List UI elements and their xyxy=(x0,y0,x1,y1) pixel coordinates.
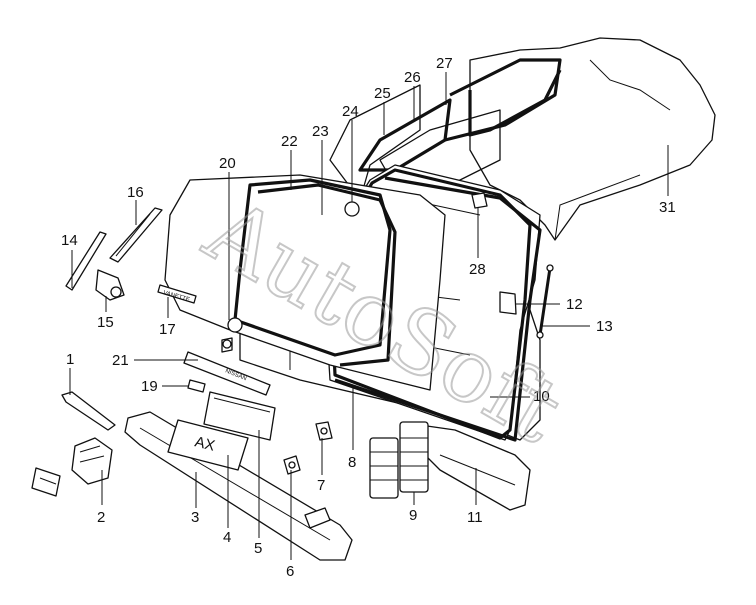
callout-14: 14 xyxy=(61,232,78,249)
wiper-blade xyxy=(65,231,107,291)
door-bracket xyxy=(471,192,488,209)
latch-6 xyxy=(283,455,301,475)
small-clip xyxy=(187,379,206,393)
callout-21: 21 xyxy=(112,352,129,369)
callout-31: 31 xyxy=(659,199,676,216)
rear-lamp-left xyxy=(369,437,399,499)
callout-3: 3 xyxy=(191,509,199,526)
key-lock xyxy=(344,201,360,217)
callout-16: 16 xyxy=(127,184,144,201)
plate-text: AX xyxy=(193,433,217,454)
side-lamp xyxy=(31,437,113,497)
gas-strut xyxy=(536,264,554,339)
lock-cylinder xyxy=(221,317,243,353)
callout-27: 27 xyxy=(436,55,453,72)
wiper-motor xyxy=(95,269,125,301)
callout-23: 23 xyxy=(312,123,329,140)
callout-2: 2 xyxy=(97,509,105,526)
roof-body-shell xyxy=(469,37,716,241)
callout-20: 20 xyxy=(219,155,236,172)
callout-17: 17 xyxy=(159,321,176,338)
leader-lines xyxy=(69,72,669,560)
callout-labels: 1 2 3 4 5 6 7 8 9 10 11 12 13 14 15 16 1… xyxy=(61,55,676,580)
callout-15: 15 xyxy=(97,314,114,331)
callout-26: 26 xyxy=(404,69,421,86)
rear-lamp-right xyxy=(399,421,429,493)
wiper-arm-blade xyxy=(109,207,163,263)
callout-10: 10 xyxy=(533,388,550,405)
callout-24: 24 xyxy=(342,103,359,120)
callout-19: 19 xyxy=(141,378,158,395)
callout-25: 25 xyxy=(374,85,391,102)
callout-8: 8 xyxy=(348,454,356,471)
callout-22: 22 xyxy=(281,133,298,150)
callout-12: 12 xyxy=(566,296,583,313)
callout-4: 4 xyxy=(223,529,231,546)
callout-13: 13 xyxy=(596,318,613,335)
callout-7: 7 xyxy=(317,477,325,494)
callout-9: 9 xyxy=(409,507,417,524)
callout-28: 28 xyxy=(469,261,486,278)
striker-plate xyxy=(499,291,517,315)
rear-glass xyxy=(164,174,446,391)
callout-1: 1 xyxy=(66,351,74,368)
plate-mount-panel xyxy=(203,391,276,441)
callout-6: 6 xyxy=(286,563,294,580)
latch-7 xyxy=(315,421,333,441)
hinge-arm xyxy=(61,391,116,431)
callout-11: 11 xyxy=(467,509,483,526)
callout-5: 5 xyxy=(254,540,262,557)
